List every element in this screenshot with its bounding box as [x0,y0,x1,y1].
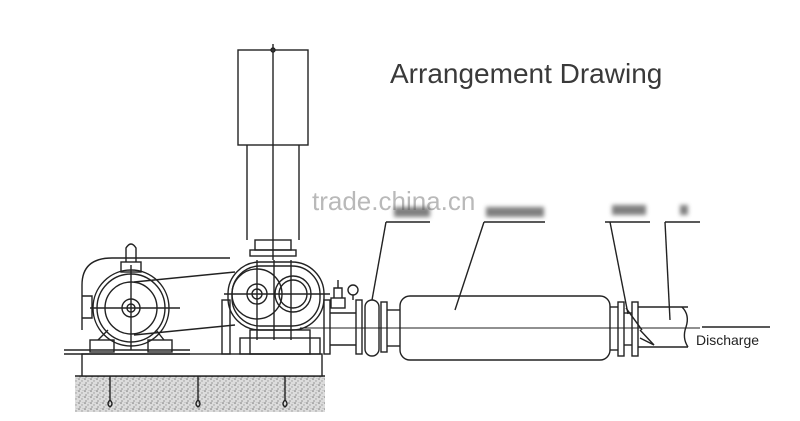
pressure-gauge [347,284,359,300]
inlet-silencer [237,44,309,260]
flexible-joint [364,221,430,357]
motor [81,243,230,353]
obscured-label-joint [394,207,430,217]
belt-drive [133,271,236,336]
check-valve [605,221,650,357]
discharge-pipe [638,221,770,348]
watermark: trade.china.cn [312,186,476,216]
roots-blower [221,260,330,355]
anchor-bolts [107,372,288,408]
outlet-piping [300,299,700,355]
safety-valve [330,280,346,309]
obscured-label-pipe [680,205,688,215]
obscured-label-valve [612,205,646,215]
discharge-silencer [399,221,618,361]
obscured-label-silencer [486,207,544,217]
discharge-label: Discharge [696,332,760,348]
diagram-title: Arrangement Drawing [390,58,663,89]
concrete-foundation [75,375,325,412]
base-frame [64,349,323,377]
